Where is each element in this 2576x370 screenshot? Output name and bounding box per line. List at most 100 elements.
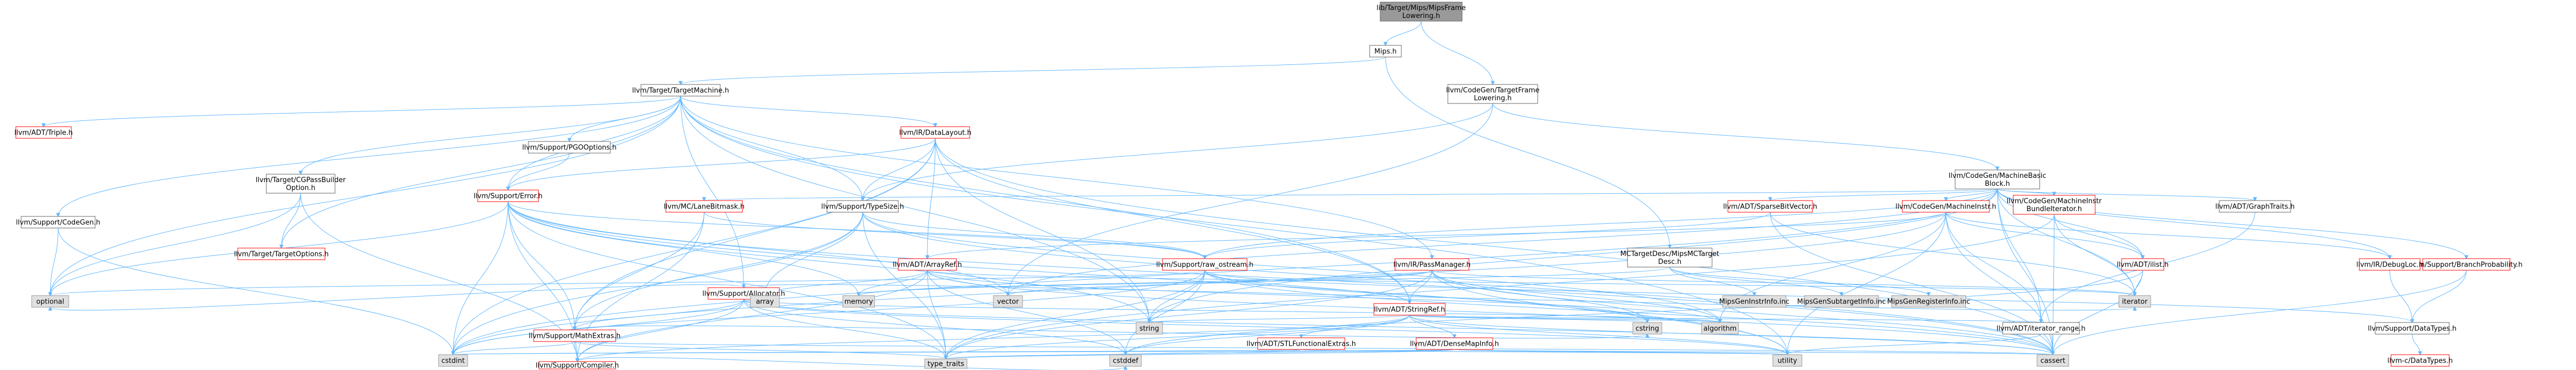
node-label: Lowering.h	[1474, 94, 1511, 102]
node-box	[1722, 295, 1787, 308]
node-array: array	[750, 295, 780, 308]
node-typesize[interactable]: llvm/Support/TypeSize.h	[821, 200, 904, 213]
node-lanebitmask[interactable]: llvm/MC/LaneBitmask.h	[664, 200, 745, 213]
node-datalayout[interactable]: llvm/IR/DataLayout.h	[899, 126, 972, 139]
edge-target_machine-to-triple	[44, 96, 681, 127]
node-string: string	[1136, 322, 1163, 335]
edge-mcdesc-to-mipsgenregister	[1669, 267, 1929, 296]
node-box	[528, 141, 611, 154]
node-datatypes[interactable]: llvm/Support/DataTypes.h	[2368, 322, 2457, 335]
edge-target_machine-to-utility	[680, 96, 1788, 355]
node-box	[993, 295, 1023, 308]
edge-passmanager-to-memory	[859, 270, 1433, 296]
edge-error_h-to-memory	[508, 201, 859, 296]
edge-mbb-to-iterator_range	[1997, 188, 2041, 322]
node-raw-ostream[interactable]: llvm/Support/raw_ostream.h	[1156, 258, 1253, 271]
node-arrayref[interactable]: llvm/ADT/ArrayRef.h	[893, 258, 962, 271]
node-stlfunc[interactable]: llvm/ADT/STLFunctionalExtras.h	[1247, 337, 1356, 350]
node-optional: optional	[31, 295, 69, 308]
node-iterator-range[interactable]: llvm/ADT/iterator_range.h	[1996, 322, 2086, 335]
edge-branchprob-to-datatypes	[2412, 270, 2467, 322]
edge-mathextras-to-type_traits	[574, 341, 946, 359]
node-mipsgensubtarget: MipsGenSubtargetInfo.inc	[1797, 295, 1886, 308]
edge-arrayref-to-cstddef	[927, 270, 1126, 355]
node-label: llvm/Support/CodeGen.h	[16, 219, 100, 227]
node-label: llvm/CodeGen/MachineInstr	[2007, 197, 2102, 205]
node-machineinstr[interactable]: llvm/CodeGen/MachineInstr.h	[1895, 200, 1996, 213]
edge-mibundle-to-iterator	[2054, 214, 2135, 296]
node-c-datatypes[interactable]: llvm-c/DataTypes.h	[2387, 354, 2453, 367]
edge-allocator-to-compiler	[578, 299, 744, 362]
node-densemapinfo[interactable]: llvm/ADT/DenseMapInfo.h	[1410, 337, 1499, 350]
node-target-machine[interactable]: llvm/Target/TargetMachine.h	[632, 84, 729, 97]
nodes-layer: lib/Target/Mips/MipsFrameLowering.hMips.…	[14, 2, 2523, 370]
node-label: llvm/ADT/GraphTraits.h	[2215, 203, 2294, 211]
node-graphtraits[interactable]: llvm/ADT/GraphTraits.h	[2215, 200, 2295, 213]
edge-passmanager-to-type_traits	[946, 270, 1433, 359]
node-label: llvm/Support/BranchProbability.h	[2410, 261, 2523, 269]
node-box	[1632, 322, 1662, 335]
node-label: llvm-c/DataTypes.h	[2387, 357, 2453, 365]
node-label: cstring	[1635, 325, 1659, 333]
node-type-traits: type_traits	[924, 358, 968, 369]
edge-stringref-to-iterator_range	[1409, 315, 2041, 322]
node-cstdint: cstdint	[438, 354, 468, 367]
node-vector: vector	[993, 295, 1023, 308]
node-compiler[interactable]: llvm/Support/Compiler.h	[536, 361, 619, 370]
node-box	[2013, 195, 2096, 215]
edge-mbb-to-string	[1149, 188, 1998, 322]
edge-sparsebv-to-raw_ostream	[1205, 212, 1771, 259]
edge-raw_ostream-to-string	[1149, 270, 1205, 322]
edge-passmanager-to-utility	[1431, 270, 1788, 355]
node-mips-h[interactable]: Mips.h	[1369, 45, 1402, 58]
edge-cgpass-to-targetoptions	[282, 193, 301, 248]
node-box	[2219, 200, 2291, 213]
node-label: llvm/ADT/iterator_range.h	[1996, 325, 2085, 333]
node-label: cstdint	[441, 357, 464, 365]
edge-target_machine-to-stringref	[680, 96, 1410, 303]
node-algorithm: algorithm	[1701, 322, 1739, 335]
node-mipsgenregister: MipsGenRegisterInfo.inc	[1887, 295, 1970, 308]
node-pgo[interactable]: llvm/Support/PGOOptions.h	[522, 141, 617, 154]
node-label: optional	[36, 298, 64, 306]
node-label: array	[756, 298, 774, 306]
node-box	[1257, 337, 1345, 350]
node-branchprob[interactable]: llvm/Support/BranchProbability.h	[2410, 258, 2523, 271]
node-label: algorithm	[1704, 325, 1737, 333]
node-box	[1373, 303, 1446, 316]
node-label: iterator	[2122, 298, 2148, 306]
node-codegen-h[interactable]: llvm/Support/CodeGen.h	[16, 216, 100, 229]
node-debugloc[interactable]: llvm/IR/DebugLoc.h	[2356, 258, 2423, 271]
node-mibundle[interactable]: llvm/CodeGen/MachineInstrBundleIterator.…	[2007, 195, 2102, 215]
edge-mbb-to-graphtraits	[1997, 188, 2255, 201]
node-targetoptions[interactable]: llvm/Target/TargetOptions.h	[234, 248, 329, 260]
node-iterator: iterator	[2118, 295, 2151, 308]
edge-ilist-to-cassert	[2053, 270, 2143, 355]
edge-datalayout-to-typesize	[863, 138, 936, 201]
node-sparsebv[interactable]: llvm/ADT/SparseBitVector.h	[1723, 200, 1817, 213]
edge-ilist-to-iterator	[2135, 270, 2143, 296]
node-box	[2391, 354, 2450, 367]
edge-mips_h-to-target_machine	[681, 56, 1386, 84]
node-label: type_traits	[927, 360, 964, 368]
node-box	[1162, 258, 1248, 271]
node-cstddef: cstddef	[1109, 354, 1142, 367]
edge-root-to-mips_h	[1385, 21, 1421, 45]
node-utility: utility	[1772, 354, 1802, 367]
node-box	[842, 295, 875, 308]
edge-mathextras-to-cstring	[574, 325, 1648, 339]
edge-raw_ostream-to-cstring	[1204, 270, 1648, 322]
node-passmanager[interactable]: llvm/IR/PassManager.h	[1393, 258, 1471, 271]
node-mathextras[interactable]: llvm/Support/MathExtras.h	[529, 329, 621, 342]
node-label: Lowering.h	[1402, 12, 1440, 20]
node-ilist[interactable]: llvm/ADT/ilist.h	[2117, 258, 2169, 271]
edge-codegen_h-to-cstdint	[58, 227, 453, 355]
node-triple[interactable]: llvm/ADT/Triple.h	[14, 126, 73, 139]
node-error-h[interactable]: llvm/Support/Error.h	[473, 189, 543, 202]
node-stringref[interactable]: llvm/ADT/StringRef.h	[1373, 303, 1446, 316]
